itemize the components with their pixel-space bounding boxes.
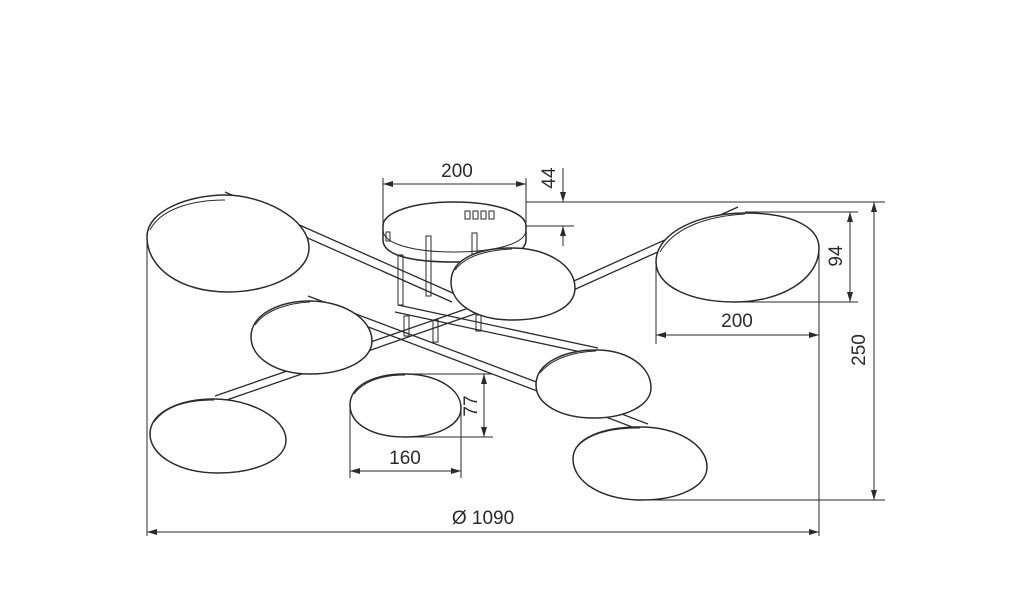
shade-mid-left [250, 300, 373, 375]
shade-mid-right [535, 349, 652, 419]
small-shade-height-label: 77 [461, 395, 482, 416]
extension-lines [146, 178, 885, 536]
shade-bottom-right [572, 426, 708, 501]
total-diameter-label: Ø 1090 [452, 508, 514, 529]
shade-big-top-left [146, 194, 310, 293]
small-shade-diameter-label: 160 [389, 448, 421, 469]
shade-bottom-left [149, 398, 287, 474]
big-shade-height-label: 94 [826, 245, 847, 267]
dimension-lines [147, 168, 877, 535]
shade-center [450, 247, 576, 321]
shade-big-top-right [655, 212, 820, 303]
total-height-label: 250 [849, 334, 870, 366]
canopy-diameter-label: 200 [441, 161, 473, 182]
canopy [382, 201, 527, 343]
shade-small-center [349, 373, 462, 438]
canopy-height-label: 44 [539, 167, 560, 189]
canopy-vent-icon [464, 210, 471, 220]
big-shade-diameter-label: 200 [721, 311, 753, 332]
